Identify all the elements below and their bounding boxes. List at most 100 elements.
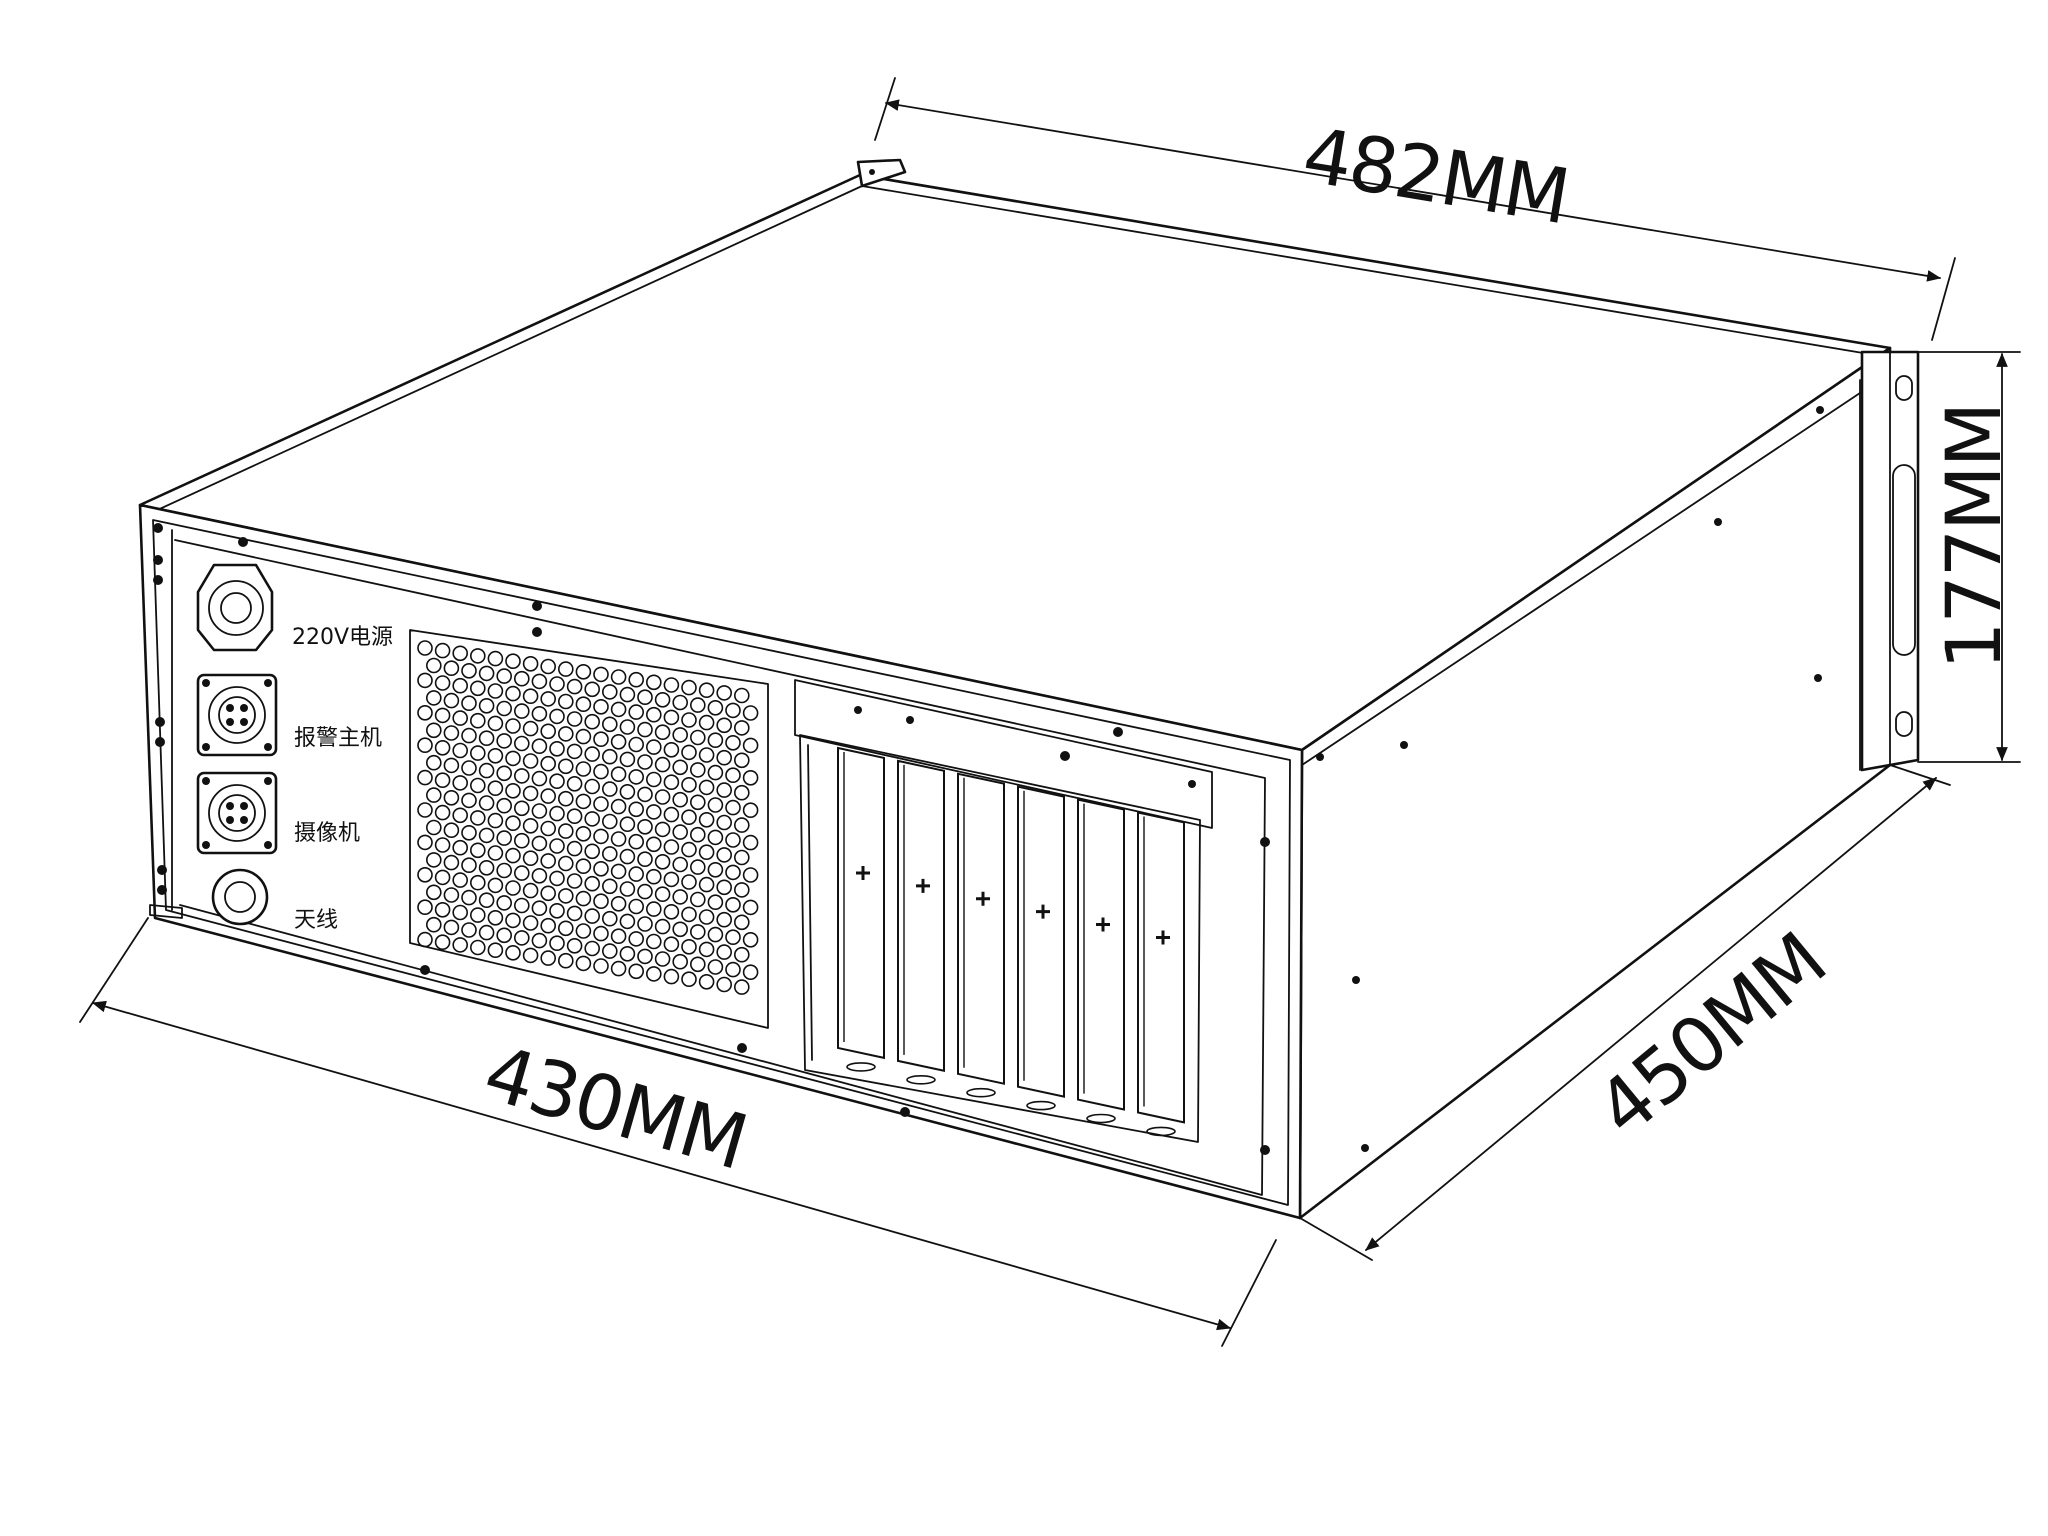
- vent-hole: [469, 842, 486, 859]
- vent-hole: [663, 968, 680, 985]
- vent-hole: [689, 859, 706, 875]
- vent-hole: [637, 689, 653, 706]
- vent-hole: [461, 889, 477, 906]
- vent-hole: [461, 857, 477, 874]
- vent-hole: [601, 878, 618, 895]
- vent-hole: [725, 702, 741, 719]
- vent-hole: [698, 682, 715, 699]
- vent-hole: [593, 828, 609, 845]
- vent-hole: [505, 750, 521, 767]
- vent-hole: [478, 730, 495, 747]
- vent-hole: [469, 777, 486, 794]
- vent-hole: [505, 653, 521, 670]
- vent-hole: [663, 741, 680, 758]
- vent-hole: [689, 891, 706, 908]
- vent-hole: [425, 787, 442, 803]
- vent-hole: [707, 732, 724, 749]
- vent-hole: [672, 953, 689, 970]
- vent-hole: [540, 820, 557, 837]
- vent-hole: [487, 877, 504, 894]
- vent-hole: [469, 874, 486, 891]
- vent-hole: [716, 976, 733, 993]
- vent-hole: [549, 740, 565, 757]
- vent-hole: [698, 779, 715, 796]
- vent-hole: [707, 797, 724, 813]
- vent-hole: [584, 681, 601, 698]
- vent-hole: [601, 813, 618, 830]
- vent-hole: [619, 945, 636, 962]
- vent-hole: [725, 734, 741, 751]
- vent-hole: [716, 749, 733, 766]
- vent-hole: [549, 870, 565, 887]
- vent-hole: [505, 718, 521, 734]
- vent-hole: [707, 894, 724, 911]
- rack-ear-slot-bottom: [1895, 711, 1913, 737]
- vent-hole: [716, 879, 733, 896]
- vent-hole: [478, 892, 495, 909]
- vent-hole: [663, 677, 680, 693]
- vent-hole: [425, 722, 442, 739]
- vent-hole: [434, 772, 451, 789]
- vent-hole: [610, 928, 627, 945]
- vent-hole: [443, 692, 460, 709]
- vent-hole: [733, 849, 750, 866]
- vent-hole: [725, 864, 741, 881]
- vent-hole: [707, 959, 724, 975]
- vent-hole: [461, 662, 477, 679]
- vent-hole: [689, 826, 706, 843]
- vent-hole: [505, 685, 521, 702]
- vent-hole: [663, 709, 680, 726]
- vent-hole: [733, 720, 750, 736]
- vent-hole: [681, 744, 697, 761]
- vent-hole: [557, 888, 574, 904]
- rack-ear-slot-middle: [1892, 464, 1916, 656]
- vent-hole: [566, 743, 583, 760]
- vent-hole: [742, 737, 759, 754]
- vent-hole: [469, 810, 486, 826]
- vent-hole: [645, 933, 662, 950]
- vent-hole: [584, 843, 601, 860]
- vent-hole: [566, 808, 583, 825]
- vent-hole: [417, 802, 433, 818]
- vent-hole: [672, 824, 689, 840]
- vent-hole: [725, 961, 741, 978]
- vent-hole: [593, 698, 609, 715]
- vent-hole: [733, 687, 750, 704]
- vent-hole: [654, 724, 671, 741]
- vent-hole: [496, 927, 513, 944]
- vent-hole: [443, 660, 460, 677]
- vent-hole: [601, 748, 618, 765]
- vent-hole: [637, 818, 653, 835]
- vent-hole: [601, 846, 618, 862]
- vent-hole: [452, 742, 469, 759]
- vent-hole: [637, 721, 653, 738]
- vent-hole: [417, 834, 433, 851]
- vent-hole: [425, 819, 442, 836]
- vent-hole: [434, 901, 451, 918]
- vent-hole: [443, 887, 460, 903]
- vent-hole: [513, 670, 530, 687]
- vent-hole: [672, 694, 689, 711]
- vent-hole: [663, 839, 680, 855]
- vent-hole: [461, 792, 477, 809]
- vent-hole: [425, 657, 442, 674]
- vent-hole: [513, 800, 530, 817]
- vent-hole: [645, 836, 662, 853]
- vent-hole: [452, 645, 469, 662]
- vent-hole: [663, 774, 680, 791]
- vent-hole: [672, 921, 689, 938]
- vent-hole: [601, 910, 618, 927]
- vent-hole: [601, 684, 618, 700]
- vent-hole: [496, 830, 513, 846]
- vent-hole: [742, 802, 759, 819]
- vent-hole: [725, 767, 741, 784]
- vent-hole: [681, 971, 697, 988]
- vent-hole: [425, 852, 442, 868]
- vent-hole: [742, 769, 759, 786]
- vent-hole: [478, 697, 495, 714]
- vent-hole: [619, 719, 636, 735]
- vent-hole: [593, 796, 609, 812]
- vent-hole: [417, 640, 433, 656]
- vent-hole: [645, 804, 662, 820]
- vent-hole: [689, 762, 706, 778]
